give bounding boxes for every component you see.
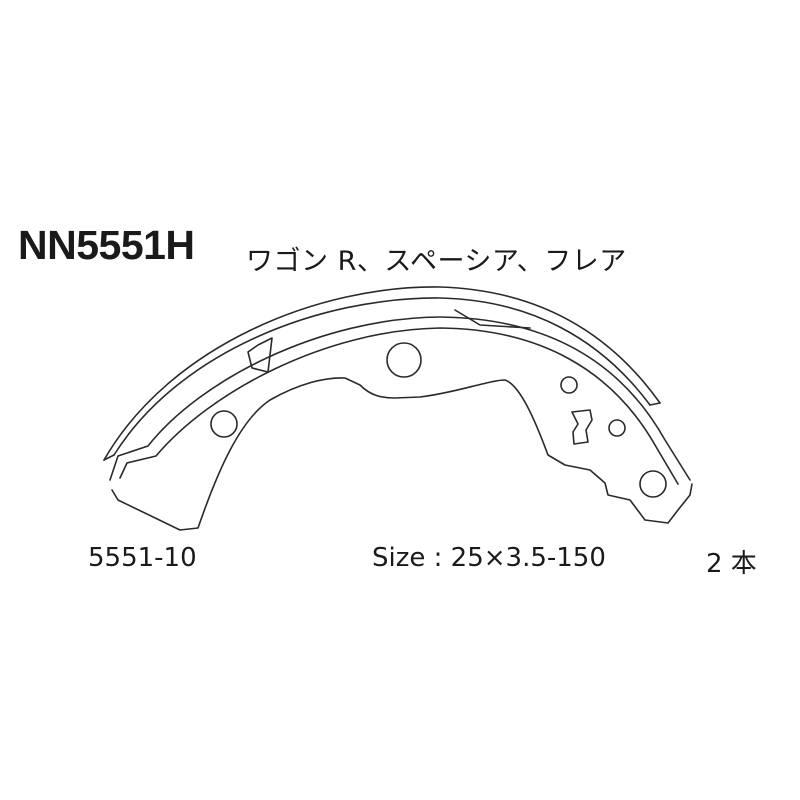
center-hole <box>386 342 422 378</box>
rim-step-detail <box>454 309 531 329</box>
shoe-top-left-tab <box>247 337 273 373</box>
lining-inner-edge <box>113 297 651 456</box>
lining-end-left <box>103 454 115 461</box>
shoe-web-outline <box>111 377 693 531</box>
shoe-rim-inner <box>119 327 679 485</box>
pivot-hole <box>210 410 238 438</box>
adjuster-slot <box>571 409 593 445</box>
size-specification: Size : 25×3.5-150 <box>372 543 606 573</box>
quantity: 2 本 <box>706 549 757 579</box>
small-hole-mid <box>608 419 626 437</box>
sub-part-number: 5551-10 <box>88 543 197 573</box>
lining-end-right <box>649 402 661 406</box>
shoe-rim-outer <box>109 316 691 481</box>
lining-outer-edge <box>103 286 661 461</box>
anchor-hole <box>639 470 667 498</box>
vehicle-fitment: ワゴン R、スペーシア、フレア <box>246 246 627 277</box>
part-number: NN5551H <box>18 222 195 268</box>
small-hole-upper <box>560 376 578 394</box>
